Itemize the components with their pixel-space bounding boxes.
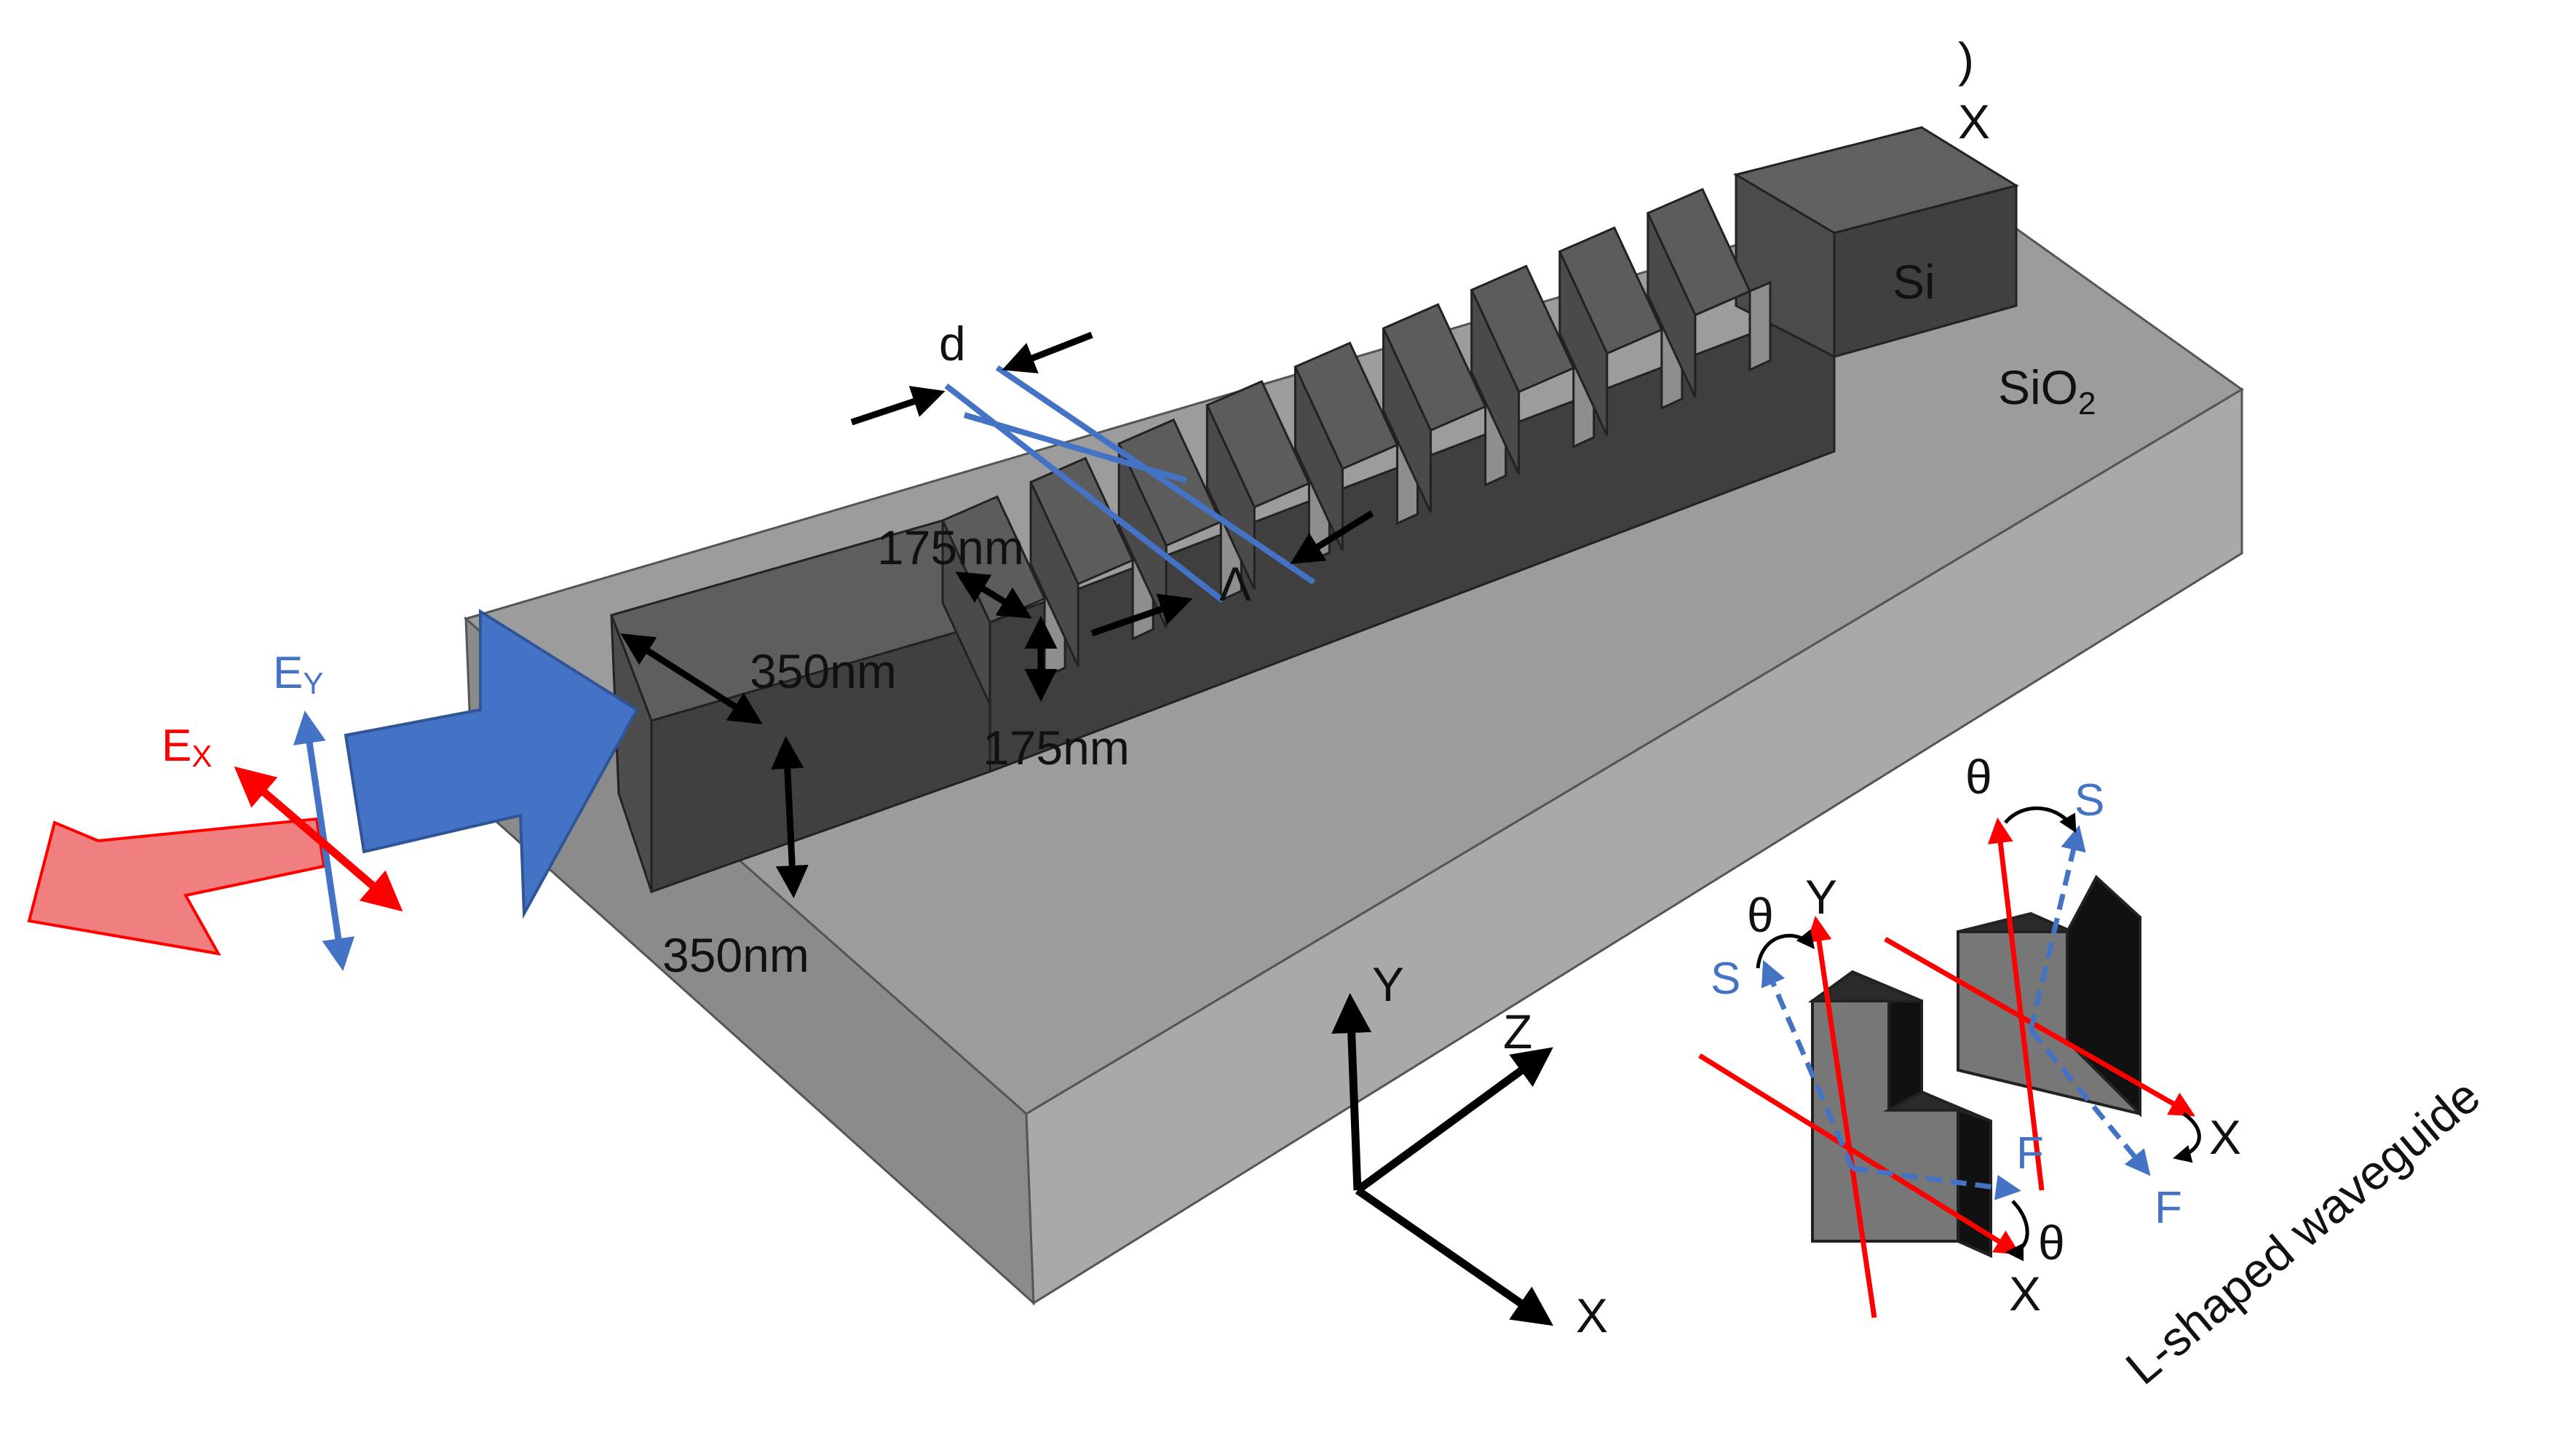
axis-z-arrow <box>1355 1047 1553 1194</box>
ex-polarization-arrow <box>234 766 403 912</box>
dim-175-top-label: 175nm <box>877 520 1024 574</box>
inset-x-2-label: X <box>2009 1267 2041 1321</box>
coordinate-axes <box>1331 993 1554 1326</box>
grating-tooth-front <box>1558 250 1609 436</box>
dim-175-bottom-label: 175nm <box>983 721 1130 775</box>
dim-350-height-label: 350nm <box>662 928 809 982</box>
ex-label: EX <box>162 721 212 773</box>
grating-tooth-front <box>1205 405 1256 590</box>
grating-tooth-front <box>1646 213 1697 398</box>
grating-teeth <box>940 188 1772 705</box>
inset-right-theta-arc-bottom <box>2173 1112 2201 1163</box>
ey-label-sub: Y <box>303 666 323 700</box>
d-label: d <box>939 317 966 371</box>
top-partial-label: ) <box>1958 33 1974 87</box>
grating-tooth-notch <box>1748 280 1772 372</box>
grating-side-face <box>988 300 1836 774</box>
inset-left-f-axis <box>1852 1165 2021 1200</box>
inset-right-x-axis <box>1884 936 2196 1117</box>
substrate-side-face <box>1025 387 2243 1305</box>
lambda-arrow-right <box>1290 510 1374 564</box>
ex-label-main: E <box>162 721 191 771</box>
lambda-arrow-left <box>1090 593 1193 637</box>
dim-350-width <box>620 633 763 724</box>
grating-tooth-front <box>1293 366 1344 552</box>
inset-right-f-axis <box>2029 1028 2151 1176</box>
axis-z-label: Z <box>1503 1005 1532 1058</box>
inset-theta-3-label: θ <box>2038 1216 2065 1270</box>
dimension-arrows <box>620 331 1374 898</box>
inset-s-1-label: S <box>2074 775 2104 826</box>
grating-tooth-front <box>1382 328 1432 513</box>
light-arrows <box>27 609 639 971</box>
sio2-label-main: SiO <box>1998 360 2078 414</box>
inset-theta-2-label: θ <box>1747 888 1774 942</box>
period-guide-line-2 <box>995 365 1316 585</box>
lambda-label: Λ <box>1219 557 1251 611</box>
inset-left-theta-arc-top <box>1756 929 1815 969</box>
axis-y-label: Y <box>1372 957 1404 1011</box>
dim-350-height <box>771 736 809 898</box>
inset-theta-1-label: θ <box>1965 750 1992 804</box>
dim-175-horizontal <box>955 571 1032 619</box>
si-label: Si <box>1893 255 1935 309</box>
dim-350-width-label: 350nm <box>750 644 897 698</box>
top-x-label: X <box>1958 95 1990 149</box>
period-guide-lines <box>944 365 1316 603</box>
ey-label-main: E <box>273 648 303 698</box>
ey-label: EY <box>273 648 323 700</box>
axis-x-arrow <box>1355 1187 1554 1326</box>
inset-left-theta-arc-bottom <box>2005 1200 2029 1262</box>
inset-right-y-axis <box>1987 818 2045 1191</box>
sio2-label: SiO2 <box>1998 360 2096 421</box>
inset-right-s-axis <box>2028 825 2086 1031</box>
output-light-arrow <box>27 817 326 956</box>
grating-tooth-front <box>1029 481 1079 667</box>
l-shaped-inset <box>1698 806 2201 1318</box>
sio2-label-sub: 2 <box>2078 386 2096 421</box>
inset-s-2-label: S <box>1711 954 1740 1004</box>
inset-f-2-label: F <box>2155 1183 2182 1233</box>
grating-tooth-front <box>1470 289 1521 475</box>
inset-f-1-label: F <box>2016 1128 2044 1179</box>
inset-left-y-axis <box>1806 916 1877 1318</box>
axis-y-arrow <box>1331 993 1372 1191</box>
period-guide-line-3 <box>963 412 1188 483</box>
ex-label-sub: X <box>191 739 212 773</box>
inset-right-theta-arc-top <box>2004 806 2077 834</box>
d-arrow-left <box>850 386 946 426</box>
inset-x-1-label: X <box>2209 1110 2241 1164</box>
inset-y-label: Y <box>1805 870 1837 924</box>
si-waveguide <box>610 126 2019 894</box>
d-arrow-right <box>1002 331 1093 373</box>
inset-left-s-axis <box>1761 959 1855 1170</box>
axis-x-label: X <box>1576 1289 1608 1342</box>
inset-left-x-axis <box>1698 1053 2021 1255</box>
